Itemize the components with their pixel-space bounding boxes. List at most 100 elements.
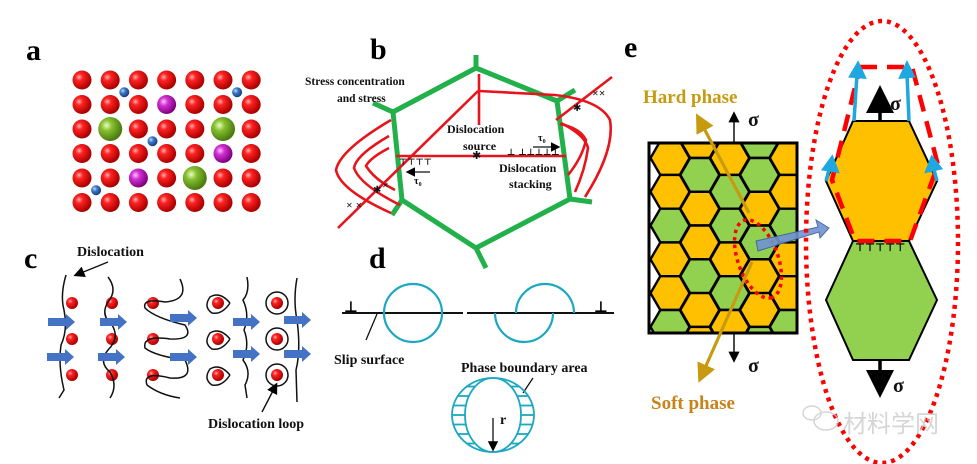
atom-lattice <box>72 70 261 212</box>
host-atom <box>72 95 92 114</box>
sigma-label-pair-top: σ <box>890 93 901 115</box>
hard-phase-grain <box>768 143 797 177</box>
obstacle-particle <box>271 297 283 309</box>
precipitate-circles <box>382 282 576 344</box>
microstructure-hex-grid <box>649 107 797 333</box>
chat-bubble-icon <box>802 405 839 431</box>
watermark-text: 材料学网 <box>843 410 939 438</box>
dislocation-loop <box>206 294 231 315</box>
host-atom <box>241 144 261 163</box>
host-atom <box>157 193 177 212</box>
solute-atom-green <box>211 117 235 141</box>
dislocation-symbol-left: ⊥ <box>344 298 358 316</box>
host-atom <box>185 119 205 139</box>
host-atom <box>72 144 92 163</box>
dislocation-line <box>294 277 300 403</box>
dislocation-line <box>58 274 67 399</box>
dislocation-lines <box>334 74 613 229</box>
shear-direction-arrow <box>170 349 197 365</box>
svg-text:✕ ✕: ✕ ✕ <box>346 201 362 210</box>
soft-phase-grain <box>651 107 690 141</box>
solute-atom-magenta <box>157 95 177 114</box>
dislocation-line <box>143 278 189 399</box>
shear-direction-arrow <box>284 312 311 328</box>
shear-direction-arrow <box>47 349 74 365</box>
svg-text:✱: ✱ <box>472 149 481 162</box>
host-atom <box>72 119 92 139</box>
dislocation-loop <box>265 291 289 315</box>
focus-ellipse-small <box>732 218 784 300</box>
interstitial-atom <box>119 87 130 98</box>
host-atom <box>128 119 148 139</box>
tau-right-label: τ₀ <box>538 133 546 144</box>
stacking-label-line2: stacking <box>509 177 552 191</box>
loop-pointer-arrow <box>261 382 278 413</box>
tau-left-label: τ₀ <box>414 176 422 187</box>
host-atom <box>72 70 92 90</box>
soft-phase-grain <box>768 308 797 333</box>
magnify-arrow <box>755 218 830 252</box>
hard-phase-grain <box>824 120 939 242</box>
dislocation-symbol-right: ⊥ <box>594 298 608 316</box>
shear-direction-arrow <box>170 310 197 326</box>
host-atom <box>241 70 261 90</box>
dislocation-loop-label: Dislocation loop <box>208 417 304 432</box>
phase-boundary-label: Phase boundary area <box>461 361 588 376</box>
panel-c: c Dislocation Dislocation loop <box>24 242 311 432</box>
radius-label: r <box>500 413 506 428</box>
phase-boundary-ring <box>451 377 535 453</box>
dislocation-loop <box>206 366 231 387</box>
host-atom <box>157 70 177 90</box>
obstacle-particle <box>66 297 78 309</box>
shear-direction-arrow <box>284 346 311 362</box>
host-atom <box>213 193 233 212</box>
dislocation-loop <box>206 330 231 351</box>
panel-d: d ⊥ ⊥ Slip surface Phase boundary area r <box>334 242 614 453</box>
panel-b: b ⊤⊤⊤⊤ ⊥ ⊥⊥⊥⊥⊥ ✱ ✱ <box>305 33 613 270</box>
host-atom <box>100 95 120 114</box>
hard-phase-grain <box>710 107 749 141</box>
obstacle-particle <box>66 333 78 345</box>
shear-direction-arrow <box>233 314 260 330</box>
host-atom <box>213 168 233 188</box>
host-atom <box>128 193 148 212</box>
soft-phase-grain <box>824 240 939 361</box>
host-atom <box>185 95 205 114</box>
hard-phase-grain <box>768 173 797 210</box>
host-atom <box>185 193 205 212</box>
shear-direction-arrow <box>98 349 125 365</box>
stress-label-line1: Stress concentration <box>305 76 405 88</box>
soft-phase-arrow <box>697 261 754 383</box>
interstitial-atom <box>147 136 158 147</box>
host-atom <box>100 168 120 188</box>
svg-text:✕✕: ✕✕ <box>592 89 605 98</box>
deformed-grain-outline <box>829 64 941 244</box>
solute-atom-green <box>98 117 123 141</box>
panel-letter-c: c <box>24 242 37 275</box>
svg-text:✱: ✱ <box>373 185 381 196</box>
hard-phase-grain <box>768 275 797 312</box>
host-atom <box>157 119 177 139</box>
stacking-label-line1: Dislocation <box>499 161 557 175</box>
host-atom <box>213 70 233 90</box>
source-label-line2: source <box>463 139 497 153</box>
host-atom <box>241 119 261 139</box>
dislocation-line <box>242 276 249 399</box>
host-atom <box>128 70 148 90</box>
deformation-arrows <box>820 59 944 182</box>
host-atom <box>72 193 92 212</box>
host-atom <box>157 168 177 188</box>
obstacle-particle <box>212 333 224 345</box>
host-atom <box>213 95 233 114</box>
svg-text:✱: ✱ <box>573 103 581 114</box>
shear-direction-arrow <box>233 346 260 362</box>
dislocation-bowing-sequence <box>47 274 311 403</box>
panel-letter-d: d <box>369 242 386 275</box>
dislocation-label: Dislocation <box>77 245 144 260</box>
host-atom <box>100 144 120 163</box>
obstacle-particle <box>212 297 224 309</box>
host-atom <box>157 144 177 163</box>
shear-direction-arrow <box>100 314 127 330</box>
host-atom <box>241 95 261 114</box>
